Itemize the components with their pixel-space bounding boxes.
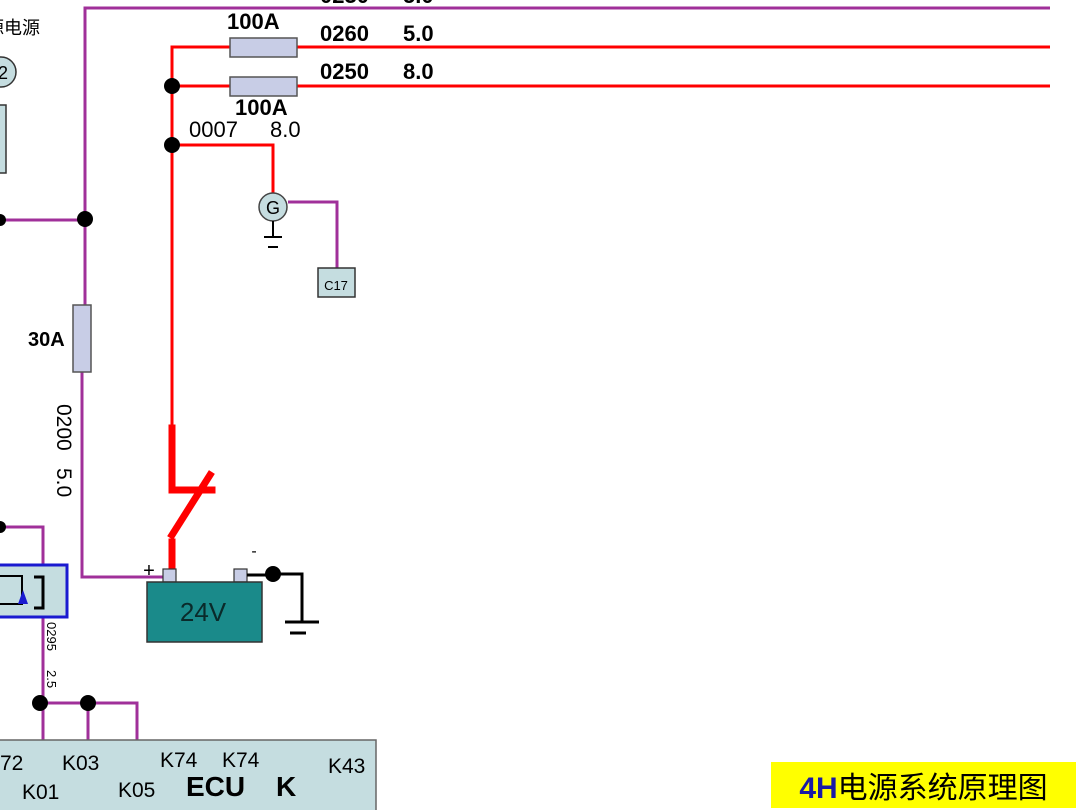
indicator-circle [0, 56, 17, 88]
wire-0007-label: 0007 [189, 117, 238, 142]
wire-0295-label: 0295 [44, 622, 59, 651]
wire-0260-size: 5.0 [403, 21, 434, 46]
wire-0260 [170, 45, 1050, 425]
fuse-left-label: 30A [28, 329, 65, 351]
wire-0007 [172, 143, 275, 193]
wire-0200-to-battery [80, 372, 163, 579]
ecu-block [0, 739, 377, 810]
wire-0200-size: 5.0 [52, 468, 75, 497]
title-text: 电源系统原理图 [837, 771, 1048, 806]
wire-generator-c17 [288, 200, 339, 268]
ecu-name: ECU [186, 771, 245, 802]
diagram-title: 4H电源系统原理图 [771, 762, 1076, 808]
wire-relay-top [0, 525, 45, 580]
power-wires [170, 45, 1050, 425]
wire-0295-size: 2.5 [44, 670, 59, 688]
fuse-bottom-label: 100A [235, 95, 288, 120]
junction-dots [0, 78, 281, 711]
left-component [0, 104, 7, 174]
wire-0260-label: 0260 [320, 21, 369, 46]
wire-top-partial-label: 0230 [320, 0, 369, 8]
generator-symbol [258, 192, 288, 248]
generator-label: G [266, 198, 280, 218]
fuse-100a-bottom [229, 76, 298, 97]
connector-c17-label: C17 [324, 278, 348, 293]
wire-ecu-bus [40, 701, 139, 740]
battery-plus-label: + [143, 560, 155, 582]
ecu-pin: 72 [0, 752, 23, 775]
wire-0007-size: 8.0 [270, 117, 301, 142]
fuse-100a-top [229, 37, 298, 58]
ecu-pin: K05 [118, 779, 155, 802]
battery-voltage: 24V [180, 597, 227, 627]
fuse-top-label: 100A [227, 9, 280, 34]
ecu-name-suffix: K [276, 771, 296, 802]
wire-top-partial-size: 5.0 [403, 0, 434, 8]
ecu-pin: K74 [222, 749, 260, 772]
top-left-label: 源电源 [0, 18, 40, 39]
wire-0250-size: 8.0 [403, 59, 434, 84]
wire-top-purple [83, 6, 1050, 305]
indicator-circle-label: 2 [0, 63, 8, 83]
wire-0250-label: 0250 [320, 59, 369, 84]
fuse-30a [72, 304, 92, 373]
main-switch [167, 424, 216, 576]
connector-c17 [317, 267, 356, 298]
ecu-pin: K01 [22, 781, 59, 804]
ecu-pin: K74 [160, 749, 198, 772]
ecu-pin: K03 [62, 752, 99, 775]
signal-wires [0, 6, 1050, 740]
relay-box [0, 563, 69, 619]
wire-0200-label: 0200 [52, 404, 75, 451]
battery [146, 568, 319, 643]
title-prefix: 4H [799, 772, 838, 805]
ecu-pin: K43 [328, 755, 365, 778]
battery-minus-label: - [251, 543, 256, 560]
